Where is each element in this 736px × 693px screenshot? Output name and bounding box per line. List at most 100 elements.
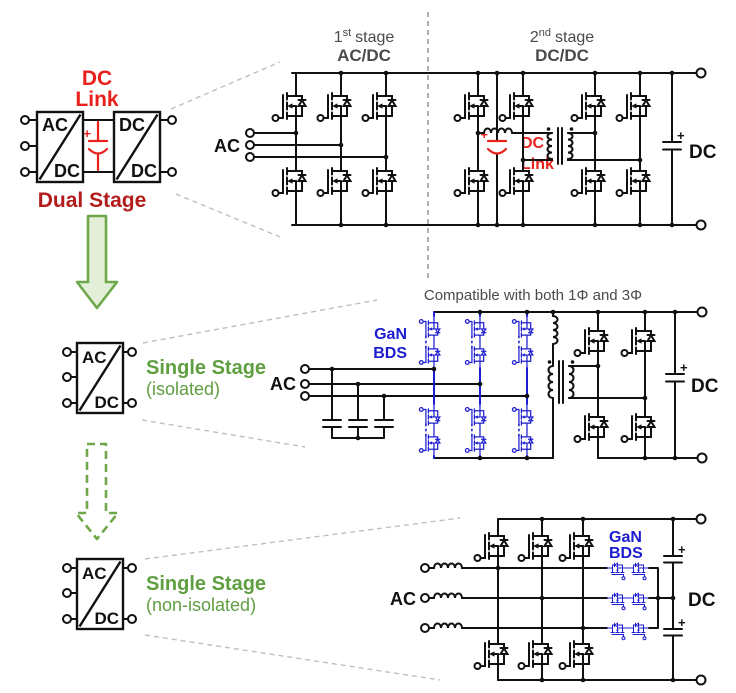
gan-bds-label-line2: BDS: [373, 345, 407, 362]
gan-bds-switch: [607, 593, 649, 610]
input-terminal: [20, 141, 30, 151]
block1-dc-label: DC: [54, 161, 80, 181]
mosfet: [473, 524, 509, 568]
gan-bds-switch: [607, 563, 649, 580]
gan-bds-switch: [512, 404, 532, 456]
junction-dots: [329, 309, 678, 461]
output-terminal: [127, 563, 137, 573]
block-dc-label: DC: [94, 393, 119, 412]
dual-stage-block: DC Link AC DC DC DC + Dual Stage: [20, 67, 177, 212]
inductor: [433, 622, 463, 629]
mosfet: [570, 159, 606, 203]
gan-bds-switch: [419, 404, 439, 456]
mosfet: [316, 84, 352, 128]
mosfet: [558, 524, 594, 568]
single-stage-nonisolated-title: Single Stage: [146, 573, 266, 595]
ac-terminal: [245, 140, 255, 150]
mosfet: [573, 405, 609, 449]
gan-bds-switch: [419, 316, 439, 368]
ac-terminal: [420, 593, 430, 603]
gan-bds-label-line1: GaN: [609, 529, 642, 546]
input-terminal: [62, 347, 72, 357]
single-stage-isolated-subtitle: (isolated): [146, 379, 220, 399]
input-terminal: [20, 115, 30, 125]
mosfet: [570, 84, 606, 128]
output-capacitor-top: +: [663, 518, 686, 599]
ac-terminal: [300, 364, 310, 374]
ac-terminal: [300, 379, 310, 389]
single-stage-nonisolated-subtitle: (non-isolated): [146, 595, 256, 615]
dc-link-capacitor: +: [83, 120, 109, 172]
gan-bds-label-line1: GaN: [374, 326, 407, 343]
filter-capacitors: [322, 368, 394, 439]
mosfet: [316, 159, 352, 203]
mosfet: [620, 319, 656, 363]
dc-link-plus-sign: +: [83, 126, 91, 141]
dc-link-label-line1: DC: [521, 135, 545, 152]
dc-link-title-line2: Link: [75, 88, 118, 111]
plus-sign: +: [680, 360, 688, 375]
ac-terminal: [420, 563, 430, 573]
dc-terminal: [695, 219, 707, 231]
stage1-type: AC/DC: [337, 46, 391, 65]
ac-terminal: [245, 152, 255, 162]
gan-bds-switch: [465, 316, 485, 368]
block2-dc-top-label: DC: [119, 115, 145, 135]
inductor: [433, 592, 463, 599]
output-terminal: [167, 167, 177, 177]
ac-input-label: AC: [214, 136, 240, 156]
mosfet: [573, 319, 609, 363]
ac-terminal: [300, 391, 310, 401]
mosfet: [453, 159, 489, 203]
dc-output-label: DC: [689, 142, 717, 163]
inductor: [552, 315, 559, 345]
input-terminal: [62, 588, 72, 598]
gan-bds-switch: [607, 623, 649, 640]
plus-sign: +: [677, 128, 685, 143]
block2-dc-bottom-label: DC: [131, 161, 157, 181]
input-terminal: [62, 372, 72, 382]
dc-terminal: [696, 306, 708, 318]
ac-input-label: AC: [390, 589, 416, 609]
dual-stage-label: Dual Stage: [38, 189, 147, 212]
ac-input-label: AC: [270, 374, 296, 394]
dc-output-label: DC: [691, 376, 719, 397]
mosfet: [473, 632, 509, 676]
output-terminal: [127, 347, 137, 357]
mosfet: [517, 632, 553, 676]
mosfet: [361, 159, 397, 203]
dc-terminal: [696, 452, 708, 464]
input-terminal: [62, 563, 72, 573]
mosfet: [615, 159, 651, 203]
dc-output-label: DC: [688, 590, 716, 611]
compatibility-note: Compatible with both 1Φ and 3Φ: [424, 287, 642, 304]
block1-ac-label: AC: [42, 115, 68, 135]
mosfet: [517, 524, 553, 568]
output-terminal: [167, 115, 177, 125]
mosfet: [271, 84, 307, 128]
single-stage-isolated-block: AC DC Single Stage (isolated): [62, 341, 266, 415]
single-stage-isolated-title: Single Stage: [146, 357, 266, 379]
output-capacitor: +: [662, 72, 685, 226]
inductor: [483, 127, 513, 134]
output-capacitor-bottom: +: [663, 597, 686, 681]
input-terminal: [20, 167, 30, 177]
dc-terminal: [695, 674, 707, 686]
dc-link-title-line1: DC: [82, 67, 112, 90]
input-terminal: [62, 614, 72, 624]
input-terminal: [62, 398, 72, 408]
single-stage-nonisolated-block: AC DC Single Stage (non-isolated): [62, 557, 266, 631]
output-terminal: [127, 614, 137, 624]
mosfet: [453, 84, 489, 128]
dc-terminal: [695, 67, 707, 79]
transformer: [546, 127, 574, 165]
mosfet: [620, 405, 656, 449]
arrow-down-dashed: [74, 442, 120, 541]
plus-sign: +: [678, 615, 686, 630]
single-stage-nonisolated-circuit: AC GaN BDS + + DC: [390, 513, 716, 686]
